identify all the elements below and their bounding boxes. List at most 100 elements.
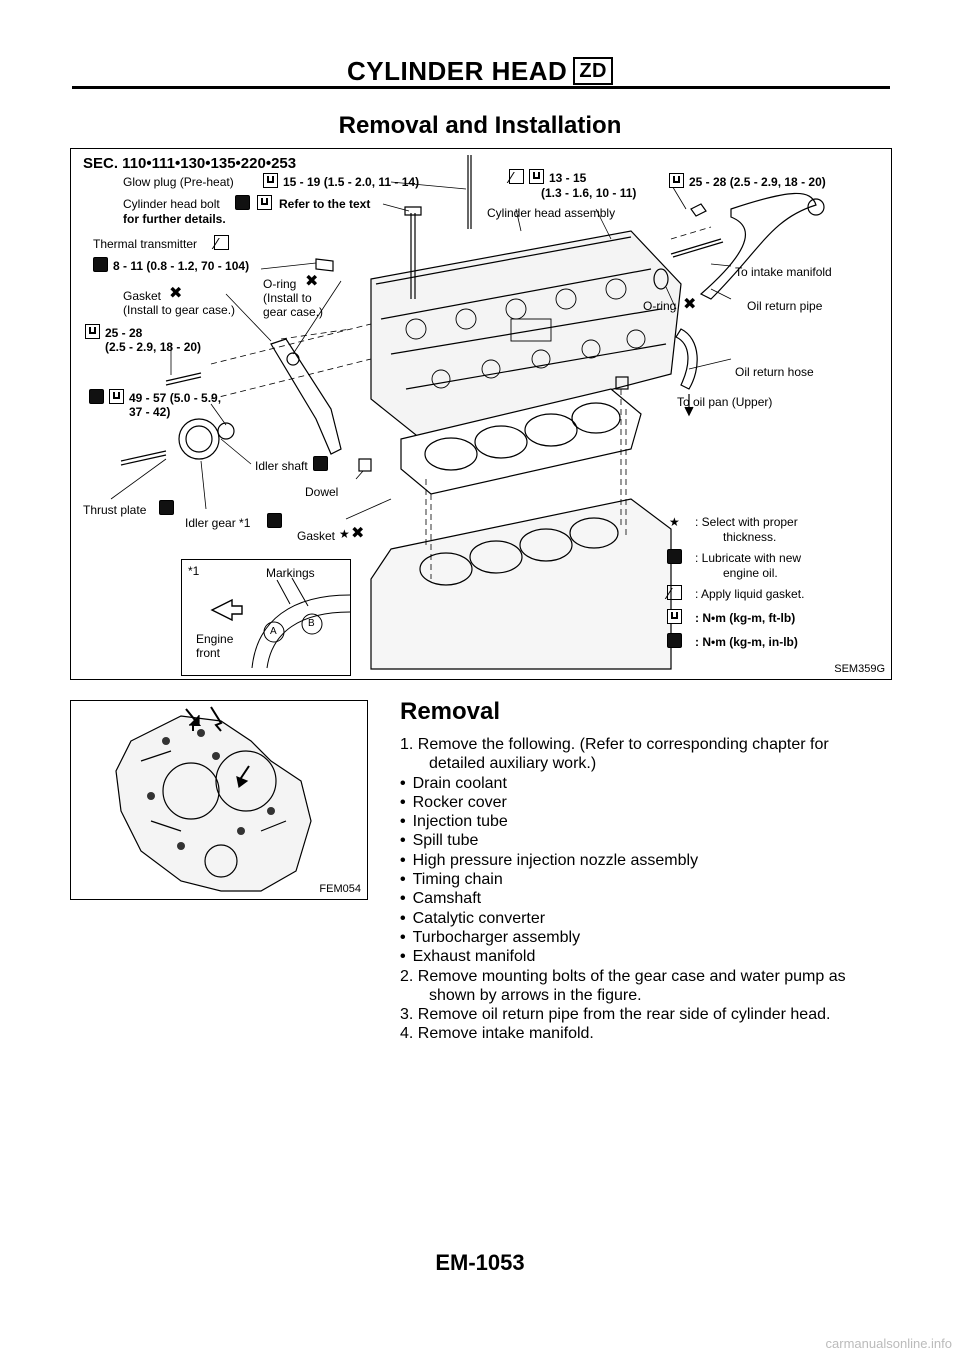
label-oil-pan: To oil pan (Upper) <box>677 395 773 409</box>
watermark: carmanualsonline.info <box>825 1336 952 1351</box>
bullet-item: Drain coolant <box>400 774 890 793</box>
bullet-item: High pressure injection nozzle assembly <box>400 851 890 870</box>
label-idler-shaft: Idler shaft <box>255 459 308 473</box>
torque-ftlb-icon <box>263 173 278 188</box>
label-torque-49b: 37 - 42) <box>129 405 171 419</box>
inset-markings: Markings <box>266 566 315 580</box>
label-glow-torque: 15 - 19 (1.5 - 2.0, 11 - 14) <box>283 175 420 189</box>
liquid-gasket-icon: ⁄ <box>214 235 229 253</box>
exploded-view-drawing <box>110 155 825 670</box>
engine-oil-icon <box>159 500 174 515</box>
section-title: Removal and Installation <box>338 112 622 139</box>
exploded-view-figure: SEC. 110•111•130•135•220•253 Glow plug (… <box>70 148 892 680</box>
label-thermal-torque: 8 - 11 (0.8 - 1.2, 70 - 104) <box>113 259 250 273</box>
bullet-item: Injection tube <box>400 812 890 831</box>
inset-mark-a: A <box>270 626 277 637</box>
figure2-id: FEM054 <box>319 883 361 895</box>
legend-star-text: : Select with proper <box>695 515 798 529</box>
bullet-item: Camshaft <box>400 889 890 908</box>
label-thermal-transmitter: Thermal transmitter <box>93 237 198 251</box>
label-gasket-head: Gasket <box>297 529 336 543</box>
replace-icon <box>305 271 322 291</box>
gear-case-figure: FEM054 <box>70 700 368 900</box>
legend-ftlb-text: : N•m (kg-m, ft-lb) <box>695 611 796 625</box>
label-thrust-plate: Thrust plate <box>83 503 147 517</box>
inset-mark-b: B <box>308 618 315 629</box>
removal-heading: Removal <box>400 698 501 725</box>
bullet-item: Turbocharger assembly <box>400 928 890 947</box>
torque-ftlb-icon <box>529 169 544 184</box>
legend-torque-ftlb-icon <box>667 609 682 624</box>
bullet-item: Spill tube <box>400 831 890 850</box>
torque-ftlb-icon <box>85 324 100 339</box>
bullet-item: Catalytic converter <box>400 909 890 928</box>
label-oil-return-hose: Oil return hose <box>735 365 814 379</box>
label-idler-gear: Idler gear *1 <box>185 516 251 530</box>
header-rule <box>72 86 890 89</box>
torque-ftlb-icon <box>669 173 684 188</box>
inset-ref: *1 <box>188 564 200 578</box>
label-torque-13b: (1.3 - 1.6, 10 - 11) <box>541 186 637 200</box>
page-number: EM-1053 <box>435 1250 525 1275</box>
engine-oil-icon <box>235 195 250 210</box>
engine-oil-icon <box>89 389 104 404</box>
label-install-gear: (Install to gear case.) <box>123 303 236 317</box>
torque-ftlb-icon <box>109 389 124 404</box>
label-oring-left: O-ring <box>263 277 297 291</box>
select-thickness-star-icon: ★ <box>339 527 350 541</box>
section-code: SEC. 110•111•130•135•220•253 <box>83 155 297 172</box>
replace-icon <box>351 523 368 543</box>
torque-inlb-icon <box>93 257 108 272</box>
torque-ftlb-icon <box>257 195 272 210</box>
legend-engine-oil-icon <box>667 549 682 564</box>
legend-torque-inlb-icon <box>667 633 682 648</box>
legend-star-icon: ★ <box>669 515 680 529</box>
label-head-bolt: Cylinder head bolt <box>123 197 220 211</box>
replace-icon <box>169 283 186 303</box>
step-3: 3. Remove oil return pipe from the rear … <box>400 1006 831 1024</box>
label-torque-25r: 25 - 28 (2.5 - 2.9, 18 - 20) <box>689 175 826 189</box>
bullet-item: Exhaust manifold <box>400 947 890 966</box>
label-gasket-gear: Gasket <box>123 289 162 303</box>
replace-icon <box>683 294 700 314</box>
inset-front: front <box>196 646 221 660</box>
label-oring-left-c: gear case.) <box>263 305 324 319</box>
label-further-details: for further details. <box>123 212 226 226</box>
inset-drawing <box>210 577 350 669</box>
figure1-id: SEM359G <box>834 663 885 675</box>
engine-oil-icon <box>267 513 282 528</box>
inset-engine: Engine <box>196 632 234 646</box>
label-torque-25: 25 - 28 <box>105 326 143 340</box>
step-2: 2. Remove mounting bolts of the gear cas… <box>400 967 846 985</box>
label-torque-13: 13 - 15 <box>549 171 587 185</box>
inset-idler-markings: *1 Markings Engine front A B <box>181 559 351 676</box>
step-2-cont: shown by arrows in the figure. <box>429 986 642 1004</box>
engine-code-badge: ZD <box>573 57 613 85</box>
legend-star-text2: thickness. <box>723 530 777 544</box>
bullet-item: Rocker cover <box>400 793 890 812</box>
liquid-gasket-icon: ⁄ <box>509 169 524 187</box>
gear-case-drawing <box>115 706 312 892</box>
step-1-cont: detailed auxiliary work.) <box>429 755 597 773</box>
legend-inlb-text: : N•m (kg-m, in-lb) <box>695 635 798 649</box>
legend-gasket-text: : Apply liquid gasket. <box>695 587 805 601</box>
engine-oil-icon <box>313 456 328 471</box>
bullet-item: Timing chain <box>400 870 890 889</box>
removal-steps: 1. Remove the following. (Refer to corre… <box>400 735 890 1044</box>
label-oring-right: O-ring <box>643 299 677 313</box>
header-title-text: CYLINDER HEAD <box>347 56 568 86</box>
legend-liquid-gasket-icon: ⁄ <box>667 585 682 603</box>
label-glow-plug: Glow plug (Pre-heat) <box>123 175 234 189</box>
step-4: 4. Remove intake manifold. <box>400 1025 594 1043</box>
legend-oil-text: : Lubricate with new <box>695 551 802 565</box>
label-torque-25b: (2.5 - 2.9, 18 - 20) <box>105 340 202 354</box>
label-oring-left-b: (Install to <box>263 291 312 305</box>
label-torque-49: 49 - 57 (5.0 - 5.9, <box>129 391 222 405</box>
label-dowel: Dowel <box>305 485 339 499</box>
label-oil-return-pipe: Oil return pipe <box>747 299 823 313</box>
label-head-assembly: Cylinder head assembly <box>487 206 616 220</box>
step-1: 1. Remove the following. (Refer to corre… <box>400 736 829 753</box>
label-refer-text: Refer to the text <box>279 197 371 211</box>
label-intake-manifold: To intake manifold <box>735 265 832 279</box>
